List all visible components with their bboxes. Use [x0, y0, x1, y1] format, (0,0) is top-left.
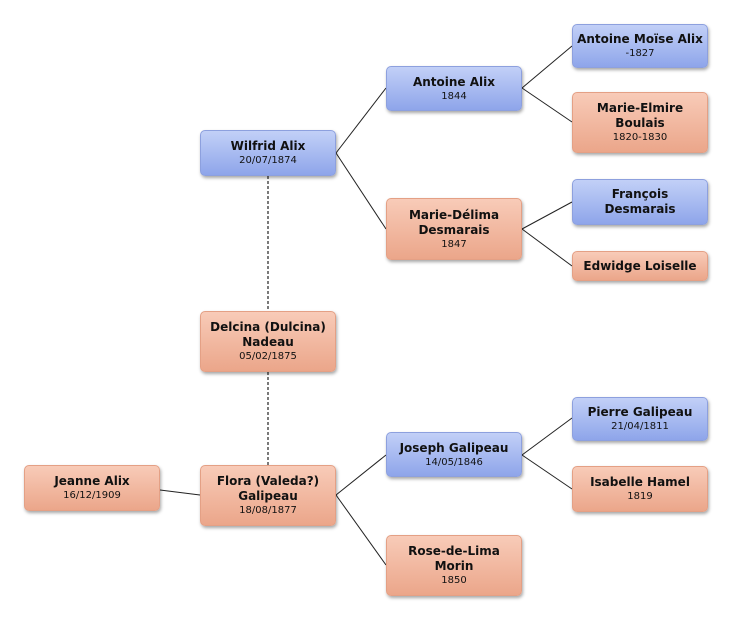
person-card-isabelle-hamel[interactable]: Isabelle Hamel 1819 [572, 466, 708, 512]
person-date: 1844 [441, 90, 467, 102]
person-name: Marie-Délima Desmarais [408, 207, 500, 237]
connector-flora-joseph [335, 454, 387, 496]
person-name: Wilfrid Alix [230, 139, 306, 153]
person-date: 18/08/1877 [239, 505, 297, 516]
person-name: Pierre Galipeau [587, 405, 693, 419]
person-name: Edwidge Loiselle [583, 258, 697, 273]
person-name: Antoine Alix [412, 74, 496, 89]
person-date: 1847 [441, 238, 467, 250]
connector-antoine-antoine-moise [521, 45, 573, 89]
person-date: 21/04/1811 [611, 421, 669, 432]
person-date: 05/02/1875 [239, 351, 297, 362]
person-date: 20/07/1874 [239, 155, 297, 166]
person-card-jeanne-alix[interactable]: Jeanne Alix 16/12/1909 [24, 465, 160, 511]
person-date: -1827 [625, 48, 655, 59]
person-name: Isabelle Hamel [590, 475, 690, 489]
person-name: François Desmarais [604, 187, 676, 216]
person-date: 16/12/1909 [63, 490, 121, 501]
person-date: 1820-1830 [612, 132, 668, 143]
person-name: Marie-Elmire Boulais [596, 101, 684, 130]
person-card-edwidge-loiselle[interactable]: Edwidge Loiselle [572, 251, 708, 281]
person-card-antoine-moise-alix[interactable]: Antoine Moïse Alix -1827 [572, 24, 708, 68]
person-name: Jeanne Alix [54, 474, 130, 488]
connector-wilfrid-antoine [335, 87, 387, 154]
person-card-joseph-galipeau[interactable]: Joseph Galipeau 14/05/1846 [386, 432, 522, 477]
person-card-delcina-nadeau[interactable]: Delcina (Dulcina) Nadeau 05/02/1875 [200, 311, 336, 372]
connector-flora-rose [335, 494, 387, 566]
person-date: 14/05/1846 [425, 456, 483, 468]
connector-joseph-isabelle [521, 454, 573, 490]
connector-joseph-pierre [521, 417, 573, 456]
person-card-pierre-galipeau[interactable]: Pierre Galipeau 21/04/1811 [572, 397, 708, 441]
person-card-wilfrid-alix[interactable]: Wilfrid Alix 20/07/1874 [200, 130, 336, 176]
connector-antoine-marie-elmire [521, 87, 573, 123]
person-card-antoine-alix[interactable]: Antoine Alix 1844 [386, 66, 522, 111]
person-card-marie-elmire-boulais[interactable]: Marie-Elmire Boulais 1820-1830 [572, 92, 708, 153]
person-name: Rose-de-Lima Morin [408, 544, 500, 573]
person-card-marie-delima-desmarais[interactable]: Marie-Délima Desmarais 1847 [386, 198, 522, 260]
person-card-francois-desmarais[interactable]: François Desmarais [572, 179, 708, 225]
person-date: 1819 [627, 491, 653, 502]
person-name: Flora (Valeda?) Galipeau [216, 474, 320, 503]
person-name: Delcina (Dulcina) Nadeau [210, 320, 326, 349]
person-card-flora-galipeau[interactable]: Flora (Valeda?) Galipeau 18/08/1877 [200, 465, 336, 526]
person-date: 1850 [441, 575, 467, 586]
connector-marie-delima-francois [521, 201, 573, 230]
person-card-rose-de-lima-morin[interactable]: Rose-de-Lima Morin 1850 [386, 535, 522, 596]
person-name: Antoine Moïse Alix [577, 32, 703, 46]
person-name: Joseph Galipeau [399, 440, 509, 455]
connector-jeanne-flora [159, 489, 201, 496]
connector-wilfrid-marie-delima [335, 152, 387, 230]
connector-marie-delima-edwidge [521, 228, 573, 267]
